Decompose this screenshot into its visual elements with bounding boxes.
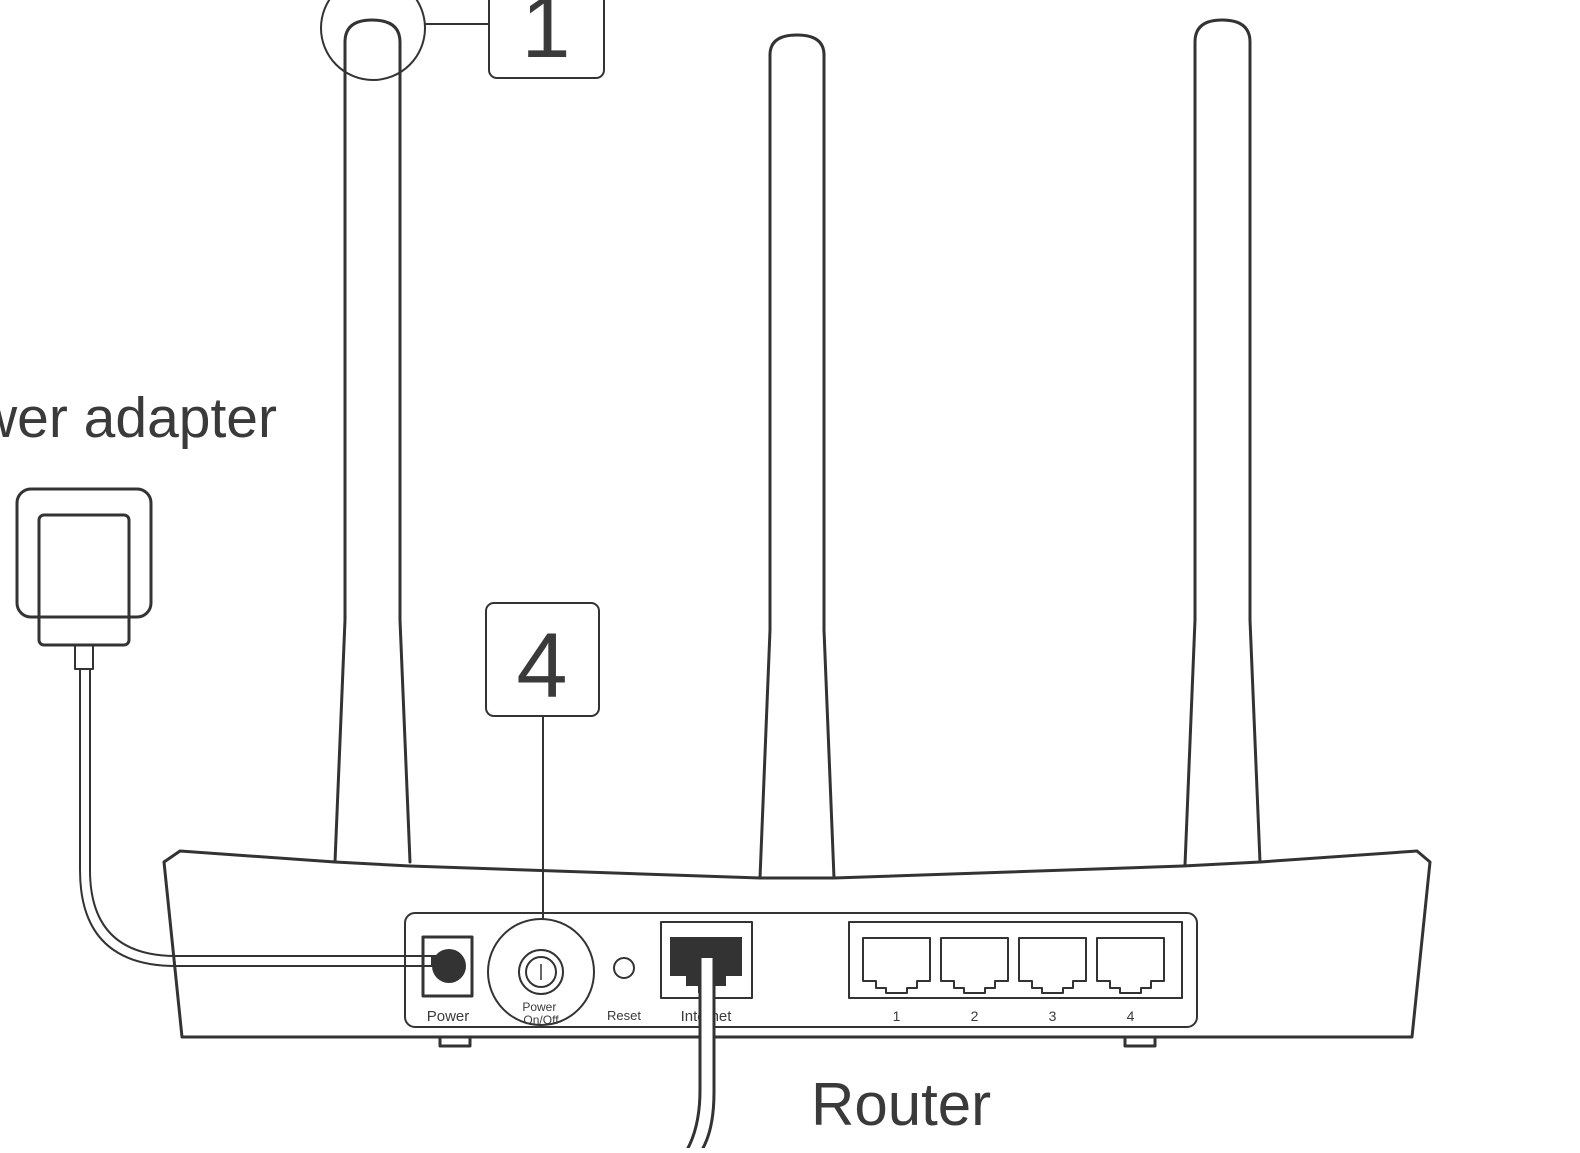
antenna-middle — [758, 33, 836, 880]
antenna-left — [333, 18, 412, 864]
power-port-label: Power — [427, 1008, 470, 1025]
callout-1 — [320, 0, 605, 81]
lan-port — [862, 937, 931, 994]
lan-port-label: 1 — [893, 1008, 901, 1024]
port-panel — [404, 912, 1198, 1028]
power-adapter — [15, 487, 153, 670]
router-label: Router — [811, 1071, 991, 1138]
callout-4-number: 4 — [516, 615, 567, 717]
power-cable — [79, 669, 446, 967]
callout-4 — [485, 602, 600, 919]
ethernet-cable — [686, 956, 716, 1150]
power-adapter-label: Power adapter — [0, 386, 277, 450]
reset-button — [613, 957, 635, 979]
lan-port-label: 2 — [971, 1008, 979, 1024]
reset-label: Reset — [607, 1008, 641, 1023]
lan-port-group — [848, 921, 1183, 999]
antenna-right — [1183, 18, 1262, 867]
lan-port — [1096, 937, 1165, 994]
callout-1-number: 1 — [522, 0, 571, 76]
lan-port-label: 3 — [1049, 1008, 1057, 1024]
lan-port — [940, 937, 1009, 994]
router-body — [162, 849, 1432, 1048]
power-switch-label-line2: On/Off — [523, 1013, 559, 1027]
power-switch-label: Power On/Off — [522, 1000, 559, 1027]
lan-port-label: 4 — [1127, 1008, 1135, 1024]
lan-port — [1018, 937, 1087, 994]
power-switch — [487, 918, 595, 1026]
power-switch-label-line1: Power — [522, 1000, 556, 1014]
